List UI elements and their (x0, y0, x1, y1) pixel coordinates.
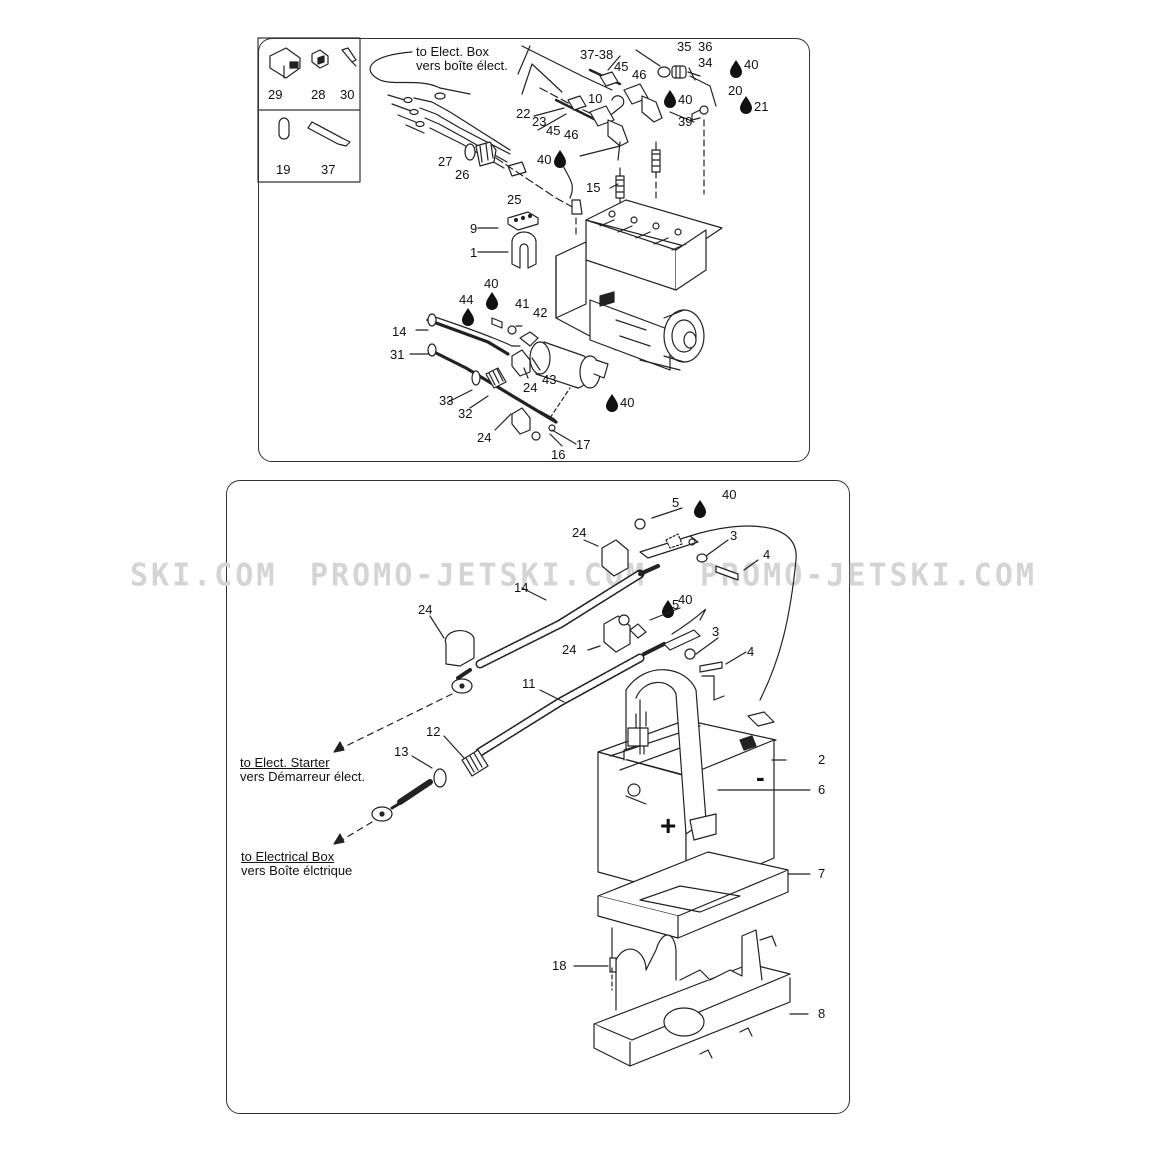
callout-5b: 5 (672, 597, 680, 612)
callout-28: 28 (311, 87, 326, 102)
top-panel (258, 38, 810, 462)
callout-43: 43 (542, 372, 557, 387)
callout-10: 10 (588, 91, 603, 106)
callout-46b: 46 (564, 127, 579, 142)
callout-27: 27 (438, 154, 453, 169)
callout-16: 16 (551, 447, 566, 462)
callout-17: 17 (576, 437, 591, 452)
callout-11: 11 (522, 676, 536, 691)
battery-plus: + (660, 810, 677, 841)
callout-24a: 24 (523, 380, 538, 395)
callout-36: 36 (698, 39, 713, 54)
callout-35: 35 (677, 39, 692, 54)
callout-1: 1 (470, 245, 478, 260)
sleeve-19 (278, 117, 290, 140)
callout-40f: 40 (722, 487, 737, 502)
callout-9: 9 (470, 221, 478, 236)
nut-35-36 (657, 65, 687, 79)
callout-6: 6 (818, 782, 826, 797)
callout-32: 32 (458, 406, 473, 421)
tube-25 (507, 161, 527, 177)
callout-42: 42 (533, 305, 548, 320)
callout-37: 37 (321, 162, 336, 177)
connector-29 (269, 47, 301, 79)
callout-3a: 3 (730, 528, 738, 543)
pin-30 (341, 47, 357, 67)
callout-24b: 24 (477, 430, 492, 445)
callout-41: 41 (515, 296, 530, 311)
callout-37-38: 37-38 (580, 47, 614, 62)
grommet-32 (485, 367, 507, 389)
damper-9 (507, 211, 539, 231)
callout-39: 39 (678, 114, 693, 129)
callout-26: 26 (455, 167, 470, 182)
callout-40c: 40 (537, 152, 552, 167)
callout-5a: 5 (672, 495, 680, 510)
starter-motor (519, 331, 609, 389)
callout-40e: 40 (620, 395, 635, 410)
callout-31: 31 (390, 347, 405, 362)
watermark-left: SKI.COM (130, 557, 278, 594)
callout-7: 7 (818, 866, 826, 881)
callout-21: 21 (754, 99, 769, 114)
spark-plug-left (615, 167, 625, 199)
boot-lower (567, 95, 629, 147)
callout-34: 34 (698, 55, 713, 70)
callout-13: 13 (394, 744, 409, 759)
oil-drops-top (462, 60, 752, 618)
watermark-right: PROMO-JETSKI.COM (700, 557, 1037, 594)
callout-22: 22 (516, 106, 531, 121)
grommet-26 (464, 141, 497, 167)
mount-1 (511, 231, 537, 269)
callout-15: 15 (586, 180, 601, 195)
callout-4a: 4 (763, 547, 771, 562)
callout-25: 25 (507, 192, 522, 207)
terminal-3-top (634, 518, 739, 581)
clip-37 (307, 121, 351, 147)
spark-plug-right (651, 141, 661, 173)
battery-base (593, 929, 791, 1067)
callout-30: 30 (340, 87, 355, 102)
callout-40d: 40 (484, 276, 499, 291)
callout-40g: 40 (678, 592, 693, 607)
callout-44: 44 (459, 292, 474, 307)
callout-23: 23 (532, 114, 547, 129)
callout-14-bottom: 14 (514, 580, 529, 595)
callout-8: 8 (818, 1006, 826, 1021)
callout-18: 18 (552, 958, 567, 973)
callout-46a: 46 (632, 67, 647, 82)
callout-24d: 24 (418, 602, 433, 617)
callout-40a: 40 (744, 57, 759, 72)
grommet-12 (461, 749, 489, 777)
callout-20: 20 (728, 83, 743, 98)
callout-45b: 45 (546, 123, 561, 138)
callout-24e: 24 (562, 642, 577, 657)
callout-12: 12 (426, 724, 441, 739)
callout-40b: 40 (678, 92, 693, 107)
bottom-panel (226, 480, 850, 1114)
callout-19: 19 (276, 162, 291, 177)
callout-33: 33 (439, 393, 454, 408)
callout-24c: 24 (572, 525, 587, 540)
callout-14-top: 14 (392, 324, 407, 339)
boot-upper (599, 71, 663, 123)
watermark-center: PROMO-JETSKI.COM (310, 557, 647, 594)
battery (597, 669, 777, 897)
battery-minus: - (756, 762, 765, 792)
callout-29: 29 (268, 87, 283, 102)
connector-28 (311, 49, 329, 69)
callout-3b: 3 (712, 624, 720, 639)
engine-block (555, 199, 723, 371)
callout-2: 2 (818, 752, 826, 767)
callout-45a: 45 (614, 59, 629, 74)
callout-4b: 4 (747, 644, 755, 659)
